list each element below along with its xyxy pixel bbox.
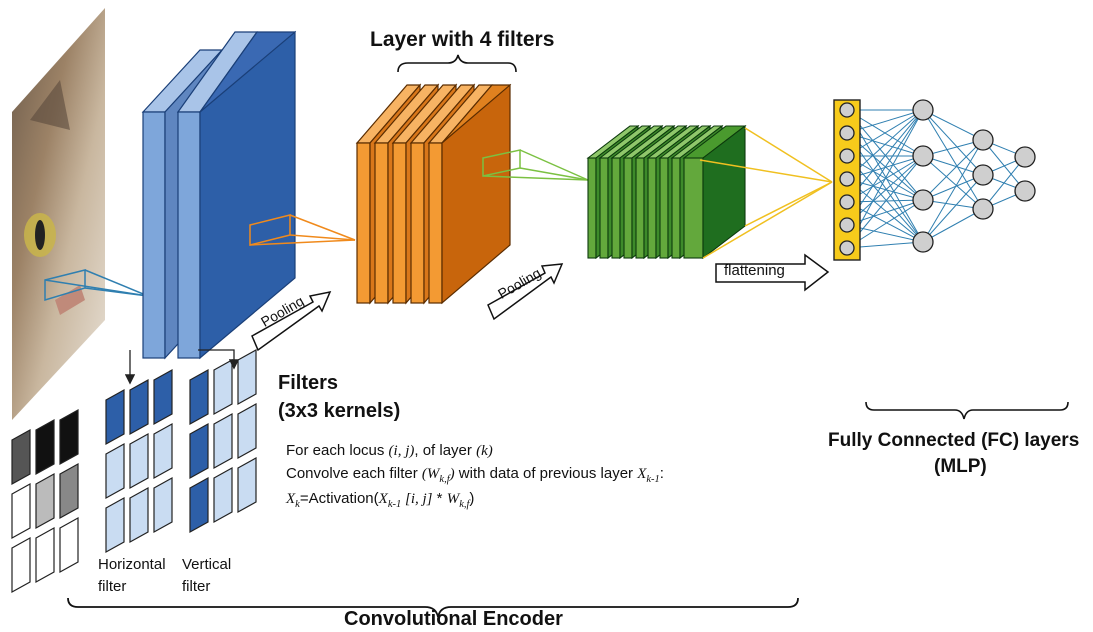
filter-cell <box>189 476 209 534</box>
filter-cell <box>237 402 257 460</box>
filter-cell <box>213 412 233 470</box>
filter-cell <box>59 462 79 520</box>
filter-cell <box>189 368 209 426</box>
mlp-node <box>912 145 934 167</box>
fc-input-node <box>839 125 855 141</box>
receptive-field-green <box>482 149 589 181</box>
filter-cell <box>11 428 31 486</box>
fc-input-node <box>839 194 855 210</box>
mlp-edge <box>922 109 984 210</box>
mlp-edges <box>846 109 1026 249</box>
mlp-edge <box>922 109 984 176</box>
flattening-label: flattening <box>724 262 785 279</box>
filter-cell <box>35 472 55 530</box>
filter-cell <box>153 368 173 426</box>
formula-line-1: For each locus (i, j), of layer (k) <box>286 442 493 459</box>
mlp-nodes <box>839 99 1036 256</box>
encoder-title: Convolutional Encoder <box>344 608 563 630</box>
mlp-node <box>1014 180 1036 202</box>
filter-cell <box>129 378 149 436</box>
filter-cell <box>59 408 79 466</box>
fc-input-node <box>839 102 855 118</box>
fc-title-line1: Fully Connected (FC) layers <box>828 430 1080 451</box>
arrow-icon <box>251 253 830 352</box>
filter-cell <box>35 526 55 584</box>
mlp-node <box>1014 146 1036 168</box>
filters-title: Filters <box>278 372 339 394</box>
conv-layer-green <box>586 124 747 260</box>
filter-cell <box>105 442 125 500</box>
mlp-node <box>972 129 994 151</box>
encoder-brace <box>67 597 799 618</box>
fc-input-node <box>839 240 855 256</box>
filter-cell <box>105 388 125 446</box>
layer-title-brace <box>397 54 517 73</box>
filter-cell <box>237 456 257 514</box>
mlp-node <box>972 164 994 186</box>
receptive-field-blue <box>44 269 149 302</box>
filter-cell <box>129 432 149 490</box>
filter-cell <box>11 536 31 594</box>
mlp-node <box>912 231 934 253</box>
filter-cell <box>213 358 233 416</box>
filter-cell <box>153 422 173 480</box>
mlp-edge <box>922 208 984 243</box>
filter-cell <box>129 486 149 544</box>
flatten-connections <box>699 127 833 259</box>
horizontal-filter-label: Horizontal filter <box>98 556 166 595</box>
formula-line-2: Convolve each filter (Wk,f) with data of… <box>286 465 664 485</box>
fc-input-node <box>839 217 855 233</box>
filter-pointer-arrows <box>124 349 240 385</box>
mlp-node <box>912 99 934 121</box>
mlp-edge <box>922 174 984 201</box>
receptive-field-orange <box>249 214 356 246</box>
cat-photo-icon <box>12 8 105 420</box>
mlp-node <box>972 198 994 220</box>
filter-cell <box>153 476 173 534</box>
mlp-edge <box>922 139 984 243</box>
filters-subtitle: (3x3 kernels) <box>278 400 401 422</box>
conv-layer-blue <box>141 30 297 360</box>
fc-title-line2: (MLP) <box>934 456 987 477</box>
filter-cell <box>35 418 55 476</box>
mlp-node <box>912 189 934 211</box>
conv-layer-orange <box>355 83 512 305</box>
filter-grids <box>11 348 257 594</box>
filter-cell <box>189 422 209 480</box>
layer-title: Layer with 4 filters <box>370 28 555 51</box>
mlp-edge <box>922 139 984 201</box>
mlp-edge <box>922 174 984 243</box>
fc-brace <box>865 401 1069 420</box>
mlp-edge <box>922 109 984 141</box>
filter-cell <box>213 466 233 524</box>
fc-input-node <box>839 171 855 187</box>
fc-input-node <box>839 148 855 164</box>
formula-line-3: Xk=Activation(Xk-1 [i, j] * Wk,f) <box>286 490 475 510</box>
filter-cell <box>11 482 31 540</box>
filter-cell <box>105 496 125 554</box>
mlp-edge <box>922 155 984 210</box>
filter-cell <box>237 348 257 406</box>
filter-cell <box>59 516 79 574</box>
mlp-edge <box>982 156 1026 210</box>
vertical-filter-label: Vertical filter <box>182 556 232 595</box>
